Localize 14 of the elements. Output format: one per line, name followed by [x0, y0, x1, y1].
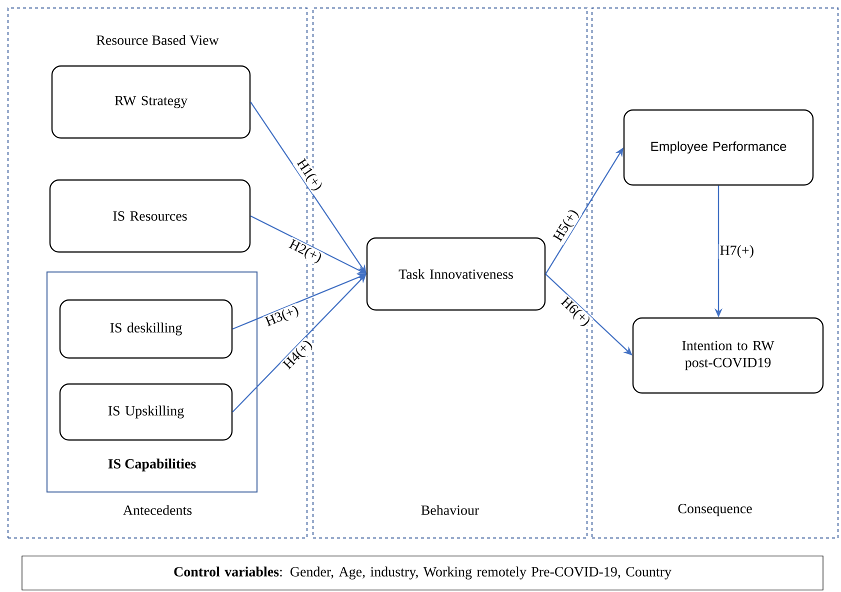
rounded-box: RW Strategy — [51, 65, 251, 139]
rounded-box: IS Resources — [49, 179, 251, 253]
panel-label: Consequence — [678, 504, 752, 516]
rounded-box: Employee Performance — [623, 109, 814, 186]
edge-label: H7(+) — [720, 245, 754, 258]
panel-label: Behaviour — [421, 505, 480, 515]
rounded-box: IS Upskilling — [59, 383, 233, 441]
panel-label: Antecedents — [123, 505, 192, 515]
rounded-box: Task Innovativeness — [366, 237, 546, 311]
panel-heading: Resource Based View — [96, 35, 219, 45]
edge-label: H3(+) — [264, 306, 298, 326]
rounded-box: IS deskilling — [59, 299, 233, 359]
rounded-box: Intention to RW post-COVID19 — [632, 317, 824, 394]
note-box: Control variables: Gender, Age, industry, Working remotely Pre-COVID-19, Country — [22, 556, 824, 590]
